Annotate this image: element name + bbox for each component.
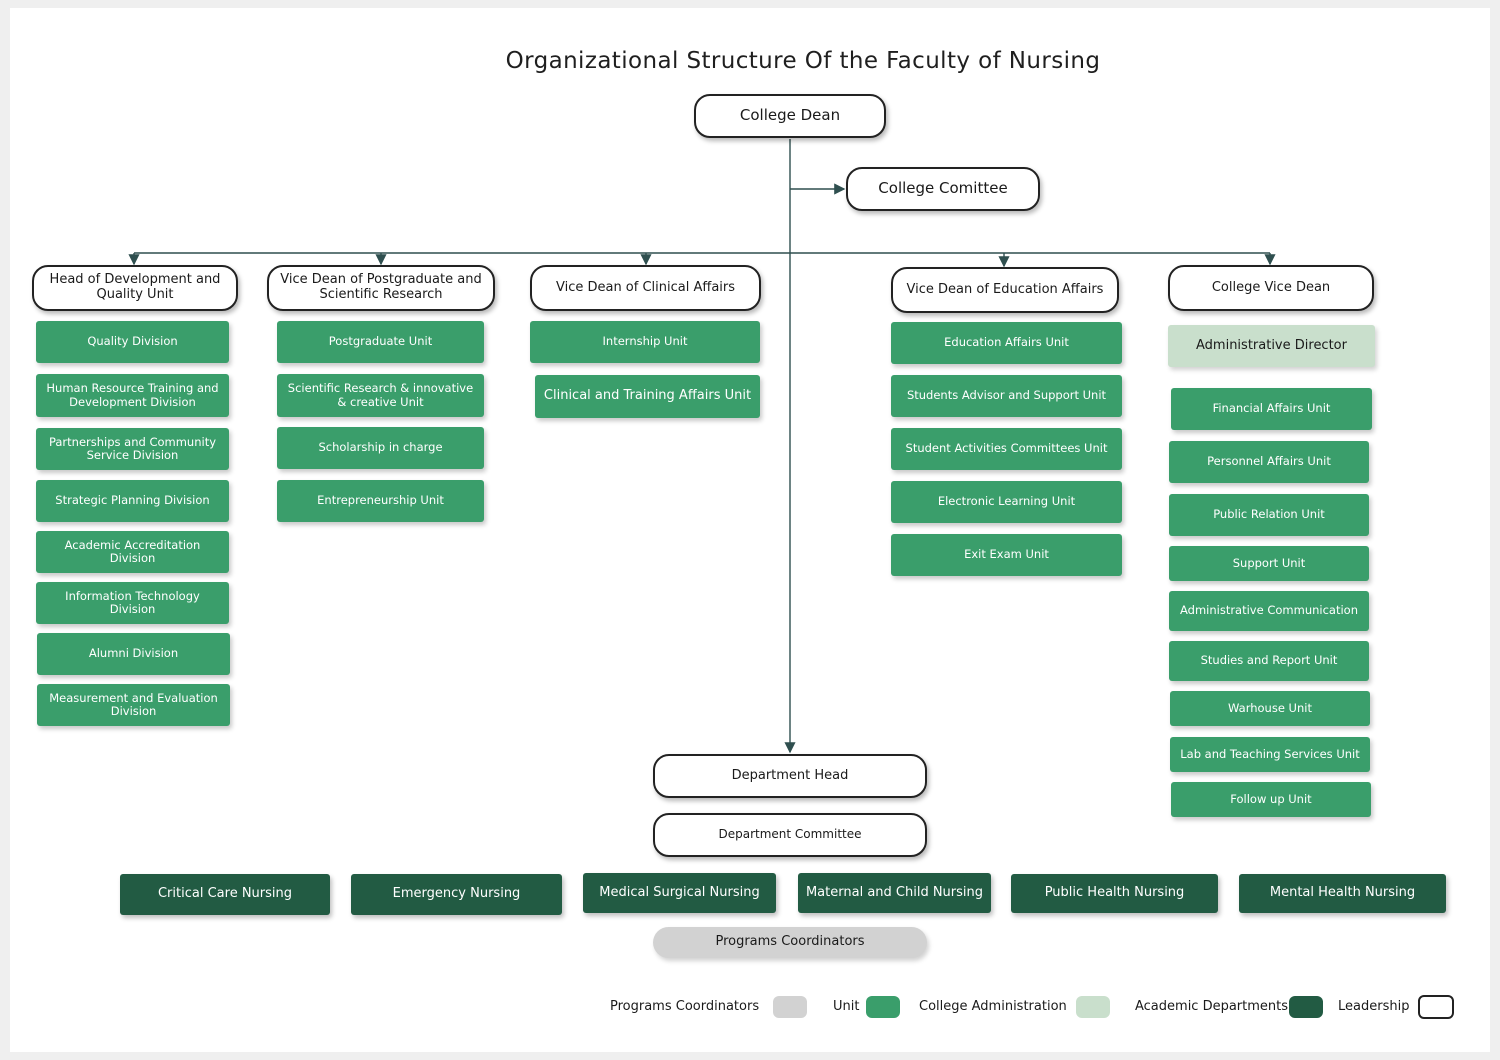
unit-student-activities[interactable]: Student Activities Committees Unit — [891, 428, 1122, 470]
programs-coordinators-box[interactable]: Programs Coordinators — [653, 927, 927, 958]
dept-critical-care-nursing[interactable]: Critical Care Nursing — [120, 874, 330, 915]
unit-personnel-affairs[interactable]: Personnel Affairs Unit — [1169, 441, 1369, 483]
unit-students-advisor[interactable]: Students Advisor and Support Unit — [891, 375, 1122, 417]
unit-entrepreneurship[interactable]: Entrepreneurship Unit — [277, 480, 484, 522]
unit-administrative-communication[interactable]: Administrative Communication — [1169, 591, 1369, 631]
head-education-affairs[interactable]: Vice Dean of Education Affairs — [891, 267, 1119, 313]
unit-alumni-division[interactable]: Alumni Division — [37, 633, 230, 675]
legend-label-leadership: Leadership — [1338, 999, 1410, 1014]
unit-information-technology-division[interactable]: Information Technology Division — [36, 582, 229, 624]
dept-mental-health-nursing[interactable]: Mental Health Nursing — [1239, 874, 1446, 913]
unit-hr-training-division[interactable]: Human Resource Training and Development … — [36, 374, 229, 417]
unit-financial-affairs[interactable]: Financial Affairs Unit — [1171, 388, 1372, 430]
chart-title: Organizational Structure Of the Faculty … — [505, 48, 1101, 74]
legend-swatch-programs — [773, 996, 807, 1018]
unit-lab-teaching-services[interactable]: Lab and Teaching Services Unit — [1170, 737, 1370, 772]
head-postgraduate-research[interactable]: Vice Dean of Postgraduate and Scientific… — [267, 265, 495, 311]
legend-label-programs: Programs Coordinators — [610, 999, 760, 1014]
unit-scientific-research[interactable]: Scientific Research & innovative & creat… — [277, 374, 484, 417]
unit-strategic-planning-division[interactable]: Strategic Planning Division — [36, 480, 229, 522]
dept-maternal-child-nursing[interactable]: Maternal and Child Nursing — [798, 873, 991, 913]
unit-support[interactable]: Support Unit — [1169, 546, 1369, 581]
unit-internship[interactable]: Internship Unit — [530, 321, 760, 363]
administrative-director-box[interactable]: Administrative Director — [1168, 325, 1375, 367]
legend-label-admin: College Administration — [919, 999, 1067, 1014]
dept-public-health-nursing[interactable]: Public Health Nursing — [1011, 874, 1218, 913]
legend-swatch-academic — [1289, 996, 1323, 1018]
unit-measurement-evaluation-division[interactable]: Measurement and Evaluation Division — [37, 684, 230, 726]
legend-swatch-leadership — [1418, 995, 1454, 1019]
unit-academic-accreditation-division[interactable]: Academic Accreditation Division — [36, 531, 229, 573]
legend-swatch-unit — [866, 996, 900, 1018]
legend-label-academic: Academic Departments — [1135, 999, 1289, 1014]
unit-warhouse[interactable]: Warhouse Unit — [1170, 691, 1370, 726]
department-head-box[interactable]: Department Head — [653, 754, 927, 798]
unit-scholarship[interactable]: Scholarship in charge — [277, 427, 484, 469]
department-committee-box[interactable]: Department Committee — [653, 813, 927, 857]
unit-education-affairs[interactable]: Education Affairs Unit — [891, 322, 1122, 364]
college-committee-box[interactable]: College Comittee — [846, 167, 1040, 211]
unit-partnerships-division[interactable]: Partnerships and Community Service Divis… — [36, 428, 229, 470]
head-development-quality[interactable]: Head of Development and Quality Unit — [32, 265, 238, 311]
legend-swatch-admin — [1076, 996, 1110, 1018]
dept-medical-surgical-nursing[interactable]: Medical Surgical Nursing — [583, 873, 776, 913]
college-dean-box[interactable]: College Dean — [694, 94, 886, 138]
unit-studies-report[interactable]: Studies and Report Unit — [1169, 641, 1369, 681]
legend-label-unit: Unit — [833, 999, 860, 1014]
unit-postgraduate[interactable]: Postgraduate Unit — [277, 321, 484, 363]
dept-emergency-nursing[interactable]: Emergency Nursing — [351, 874, 562, 915]
unit-clinical-training[interactable]: Clinical and Training Affairs Unit — [535, 375, 760, 418]
head-clinical-affairs[interactable]: Vice Dean of Clinical Affairs — [530, 265, 761, 311]
unit-public-relation[interactable]: Public Relation Unit — [1169, 494, 1369, 536]
head-college-vice-dean[interactable]: College Vice Dean — [1168, 265, 1374, 311]
unit-electronic-learning[interactable]: Electronic Learning Unit — [891, 481, 1122, 523]
unit-quality-division[interactable]: Quality Division — [36, 321, 229, 363]
unit-follow-up[interactable]: Follow up Unit — [1171, 782, 1371, 817]
unit-exit-exam[interactable]: Exit Exam Unit — [891, 534, 1122, 576]
